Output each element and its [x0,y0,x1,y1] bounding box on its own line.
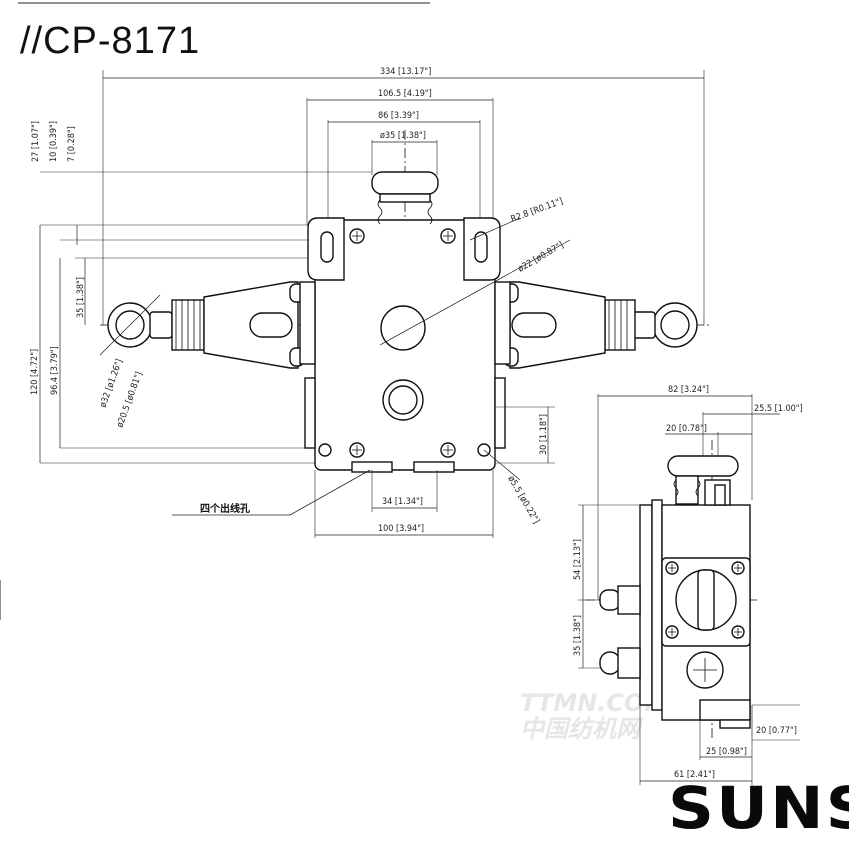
dim-button-diameter: ø35 [1.38"] [380,131,426,141]
dim-35-left: 35 [1.38"] [76,277,86,318]
dim-120: 120 [4.72"] [30,349,40,395]
dim-96-4: 96.4 [3.79"] [50,346,60,395]
side-dim-25-5: 25.5 [1.00"] [754,404,803,414]
dim-30: 30 [1.18"] [539,414,549,455]
side-dim-82: 82 [3.24"] [668,385,709,395]
side-view: 82 [3.24"] 25.5 [1.00"] 20 [0.78"] 54 [2… [573,385,803,785]
side-dim-35: 35 [1.38"] [573,615,583,656]
dim-mount-spacing: 86 [3.39"] [378,111,419,121]
dim-eye-inner: ø20.5 [ø0.81"] [115,371,144,429]
dim-27: 27 [1.07"] [31,121,41,162]
side-dim-54: 54 [2.13"] [573,539,583,580]
side-dim-25: 25 [0.98"] [706,747,747,757]
side-dim-20-top: 20 [0.78"] [666,424,707,434]
dim-34: 34 [1.34"] [382,497,423,507]
dim-10: 10 [0.39"] [49,121,59,162]
model-title: //CP-8171 [20,20,201,62]
front-view: 334 [13.17"] 106.5 [4.19"] 86 [3.39"] ø3… [30,67,710,538]
brand-logo: SUNS [668,774,849,842]
watermark-line2: 中国纺机网 [520,715,640,743]
side-dim-20-bottom: 20 [0.77"] [756,726,797,736]
dim-hole-22: ø22 [ø0.87"] [517,241,566,275]
dim-body-width: 106.5 [4.19"] [378,89,432,99]
dim-overall-width: 334 [13.17"] [380,67,431,77]
side-dim-61: 61 [2.41"] [674,770,715,780]
dim-screw-hole: ø5.5 [ø0.22"] [505,475,540,526]
dim-7: 7 [0.28"] [67,126,77,162]
dim-radius: R2.8 [R0.11"] [510,197,565,225]
outlet-annotation: 四个出线孔 [200,502,250,515]
dim-100: 100 [3.94"] [378,524,424,534]
dim-eye-outer: ø32 [ø1.26"] [98,358,125,409]
